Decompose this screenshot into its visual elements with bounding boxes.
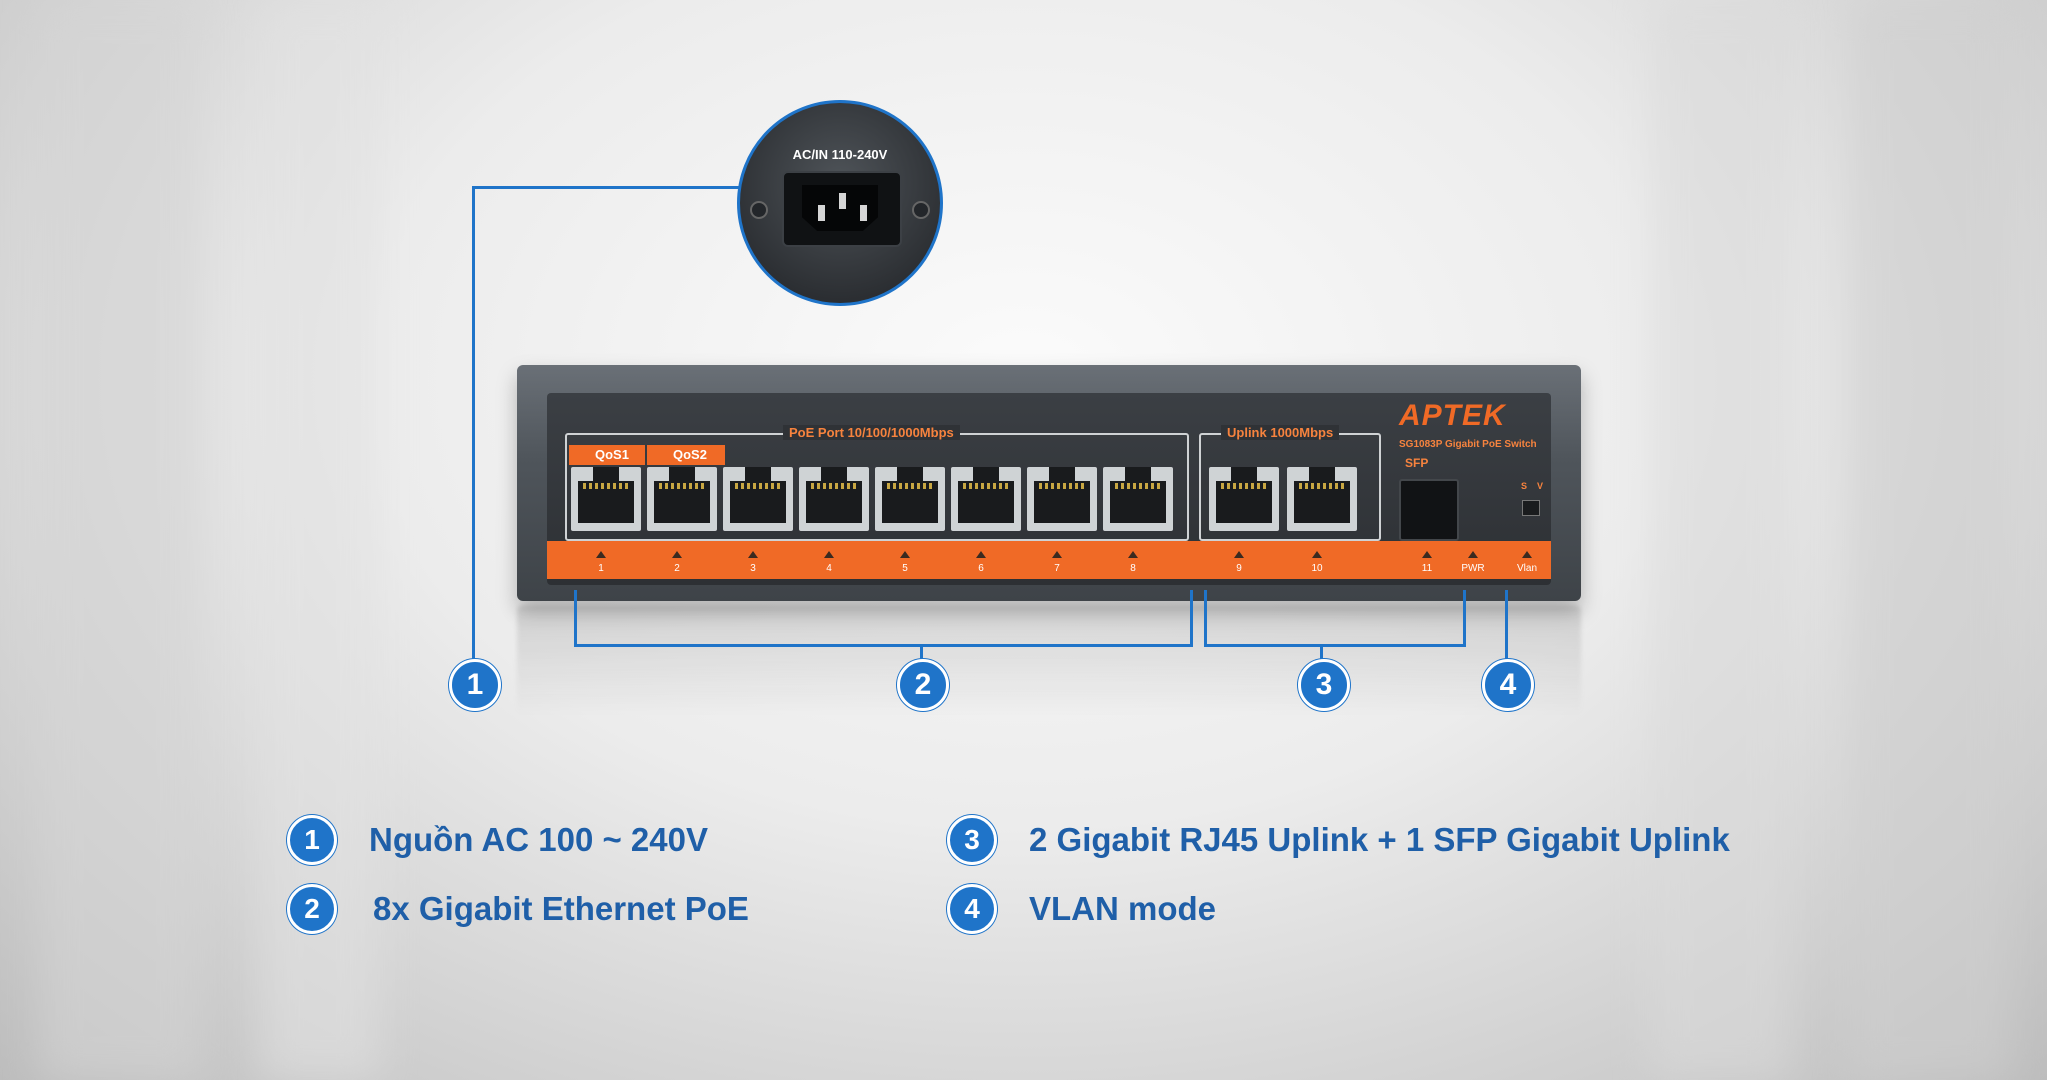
feature-number: 2 xyxy=(287,884,337,934)
rj45-port xyxy=(875,467,945,531)
callout-line xyxy=(472,186,475,660)
led-strip xyxy=(547,541,1551,579)
rj45-port xyxy=(799,467,869,531)
led-icon xyxy=(596,551,606,558)
brand-logo: APTEK xyxy=(1399,399,1506,432)
feature-text: Nguồn AC 100 ~ 240V xyxy=(369,821,708,858)
led-icon xyxy=(976,551,986,558)
callout-line xyxy=(920,644,923,666)
port-number: 9 xyxy=(1236,563,1242,574)
feature-item: 4 VLAN mode xyxy=(947,884,1216,934)
callout-badge-2: 2 xyxy=(897,659,949,711)
port-number: 3 xyxy=(750,563,756,574)
feature-text: 2 Gigabit RJ45 Uplink + 1 SFP Gigabit Up… xyxy=(1029,821,1730,858)
qos2-label: QoS2 xyxy=(647,445,725,465)
callout-line xyxy=(1204,644,1466,647)
led-icon xyxy=(900,551,910,558)
front-panel: PoE Port 10/100/1000Mbps Uplink 1000Mbps… xyxy=(547,393,1551,585)
ac-input-label: AC/IN 110-240V xyxy=(792,147,888,162)
background-column xyxy=(1850,0,2010,1080)
ac-power-zoom: AC/IN 110-240V xyxy=(737,100,943,306)
callout-line xyxy=(574,644,1193,647)
port-number: 1 xyxy=(598,563,604,574)
feature-text: VLAN mode xyxy=(1029,890,1217,927)
ac-socket xyxy=(782,171,902,247)
callout-line xyxy=(1204,590,1207,646)
callout-line xyxy=(1463,590,1466,646)
rj45-port xyxy=(951,467,1021,531)
switch-label-s: S xyxy=(1521,481,1528,491)
port-number: 11 xyxy=(1421,563,1433,574)
led-icon xyxy=(672,551,682,558)
vlan-label: Vlan xyxy=(1516,563,1537,574)
switch-label-v: V xyxy=(1537,481,1544,491)
port-number: 10 xyxy=(1311,563,1323,574)
feature-item: 3 2 Gigabit RJ45 Uplink + 1 SFP Gigabit … xyxy=(947,815,1730,865)
model-label: SG1083P Gigabit PoE Switch xyxy=(1399,439,1537,450)
pwr-label: PWR xyxy=(1461,563,1485,574)
rj45-port xyxy=(571,467,641,531)
callout-badge-1: 1 xyxy=(449,659,501,711)
port-number: 7 xyxy=(1054,563,1060,574)
rj45-port xyxy=(1027,467,1097,531)
led-icon xyxy=(1522,551,1532,558)
rj45-port xyxy=(723,467,793,531)
qos1-label: QoS1 xyxy=(569,445,645,465)
feature-number: 3 xyxy=(947,815,997,865)
feature-item: 2 8x Gigabit Ethernet PoE xyxy=(287,884,749,934)
rj45-port xyxy=(1209,467,1279,531)
led-icon xyxy=(1128,551,1138,558)
port-number: 6 xyxy=(978,563,984,574)
poe-group-label: PoE Port 10/100/1000Mbps xyxy=(783,425,960,440)
background-column xyxy=(40,0,200,1080)
rj45-port xyxy=(1287,467,1357,531)
led-icon xyxy=(824,551,834,558)
rj45-port xyxy=(647,467,717,531)
callout-badge-3: 3 xyxy=(1298,659,1350,711)
led-icon xyxy=(1234,551,1244,558)
port-number: 4 xyxy=(826,563,832,574)
background-column xyxy=(1650,0,1790,1080)
feature-text: 8x Gigabit Ethernet PoE xyxy=(373,890,749,927)
rj45-port xyxy=(1103,467,1173,531)
port-number: 8 xyxy=(1130,563,1136,574)
led-icon xyxy=(748,551,758,558)
led-icon xyxy=(1422,551,1432,558)
callout-line xyxy=(574,590,577,646)
sfp-port xyxy=(1399,479,1459,541)
screw-icon xyxy=(912,201,930,219)
feature-number: 4 xyxy=(947,884,997,934)
port-number: 2 xyxy=(674,563,680,574)
sfp-label: SFP xyxy=(1405,456,1429,470)
callout-badge-4: 4 xyxy=(1482,659,1534,711)
poe-switch-device: PoE Port 10/100/1000Mbps Uplink 1000Mbps… xyxy=(517,365,1581,601)
uplink-group-label: Uplink 1000Mbps xyxy=(1221,425,1340,440)
device-reflection xyxy=(517,605,1581,715)
feature-number: 1 xyxy=(287,815,337,865)
callout-line xyxy=(472,186,740,189)
callout-line xyxy=(1190,590,1193,646)
led-icon xyxy=(1052,551,1062,558)
feature-item: 1 Nguồn AC 100 ~ 240V xyxy=(287,815,708,865)
led-icon xyxy=(1312,551,1322,558)
screw-icon xyxy=(750,201,768,219)
callout-line xyxy=(1320,644,1323,666)
led-icon xyxy=(1468,551,1478,558)
port-number: 5 xyxy=(902,563,908,574)
callout-line xyxy=(1505,590,1508,666)
vlan-mode-switch xyxy=(1522,500,1540,516)
